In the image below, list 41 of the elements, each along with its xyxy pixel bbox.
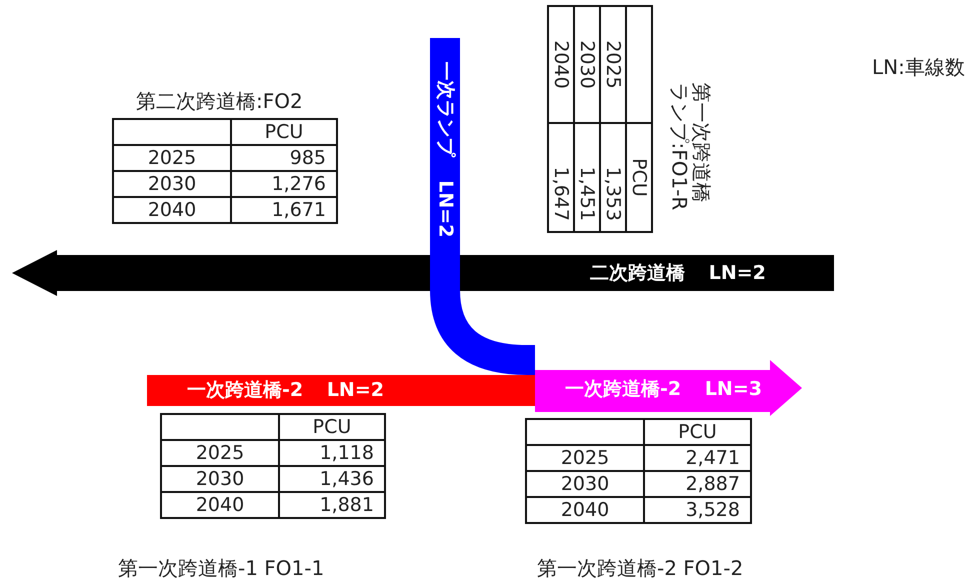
column-header: PCU: [279, 414, 385, 440]
row-header: 2025: [113, 145, 231, 171]
legend-note: LN:車線数: [872, 56, 965, 78]
road-label: 一次跨道橋-2 LN=2: [187, 381, 384, 400]
data-cell: 1,436: [279, 466, 385, 492]
table-caption: 第二次跨道橋:FO2: [136, 90, 303, 112]
data-cell: 1,671: [231, 197, 337, 223]
road-label: 一次跨道橋-2 LN=3: [565, 380, 762, 399]
data-cell: 2,887: [644, 471, 751, 497]
road-label: 二次跨道橋 LN=2: [590, 264, 766, 283]
row-header: 2025: [161, 440, 279, 466]
column-header: PCU: [231, 119, 337, 145]
column-header: PCU: [626, 123, 652, 232]
road-label: 一次ランプ LN=2: [436, 60, 454, 240]
data-cell: 985: [231, 145, 337, 171]
table-caption: 第一次跨道橋ランプ:FO1-R: [668, 82, 712, 212]
table-caption: 第一次跨道橋-1 FO1-1: [118, 557, 324, 579]
road-arrow: [535, 360, 802, 416]
data-cell: 2,471: [644, 445, 751, 471]
data-cell: 1,353: [600, 123, 626, 232]
column-header: PCU: [644, 419, 751, 445]
row-header: 2030: [113, 171, 231, 197]
data-cell: 1,881: [279, 492, 385, 518]
row-header: 2040: [113, 197, 231, 223]
row-header: 2040: [548, 6, 574, 123]
row-header: 2030: [574, 6, 600, 123]
row-header: 2040: [526, 497, 644, 523]
data-cell: 1,451: [574, 123, 600, 232]
row-header: 2025: [600, 6, 626, 123]
row-header: 2040: [161, 492, 279, 518]
road-band: [147, 375, 535, 406]
table-caption: 第一次跨道橋-2 FO1-2: [537, 557, 744, 579]
row-header: 2025: [526, 445, 644, 471]
data-cell: 3,528: [644, 497, 751, 523]
data-cell: 1,647: [548, 123, 574, 232]
data-cell: 1,276: [231, 171, 337, 197]
ramp-band: [430, 38, 535, 375]
data-cell: 1,118: [279, 440, 385, 466]
row-header: 2030: [526, 471, 644, 497]
road-arrow: [12, 250, 834, 296]
row-header: 2030: [161, 466, 279, 492]
